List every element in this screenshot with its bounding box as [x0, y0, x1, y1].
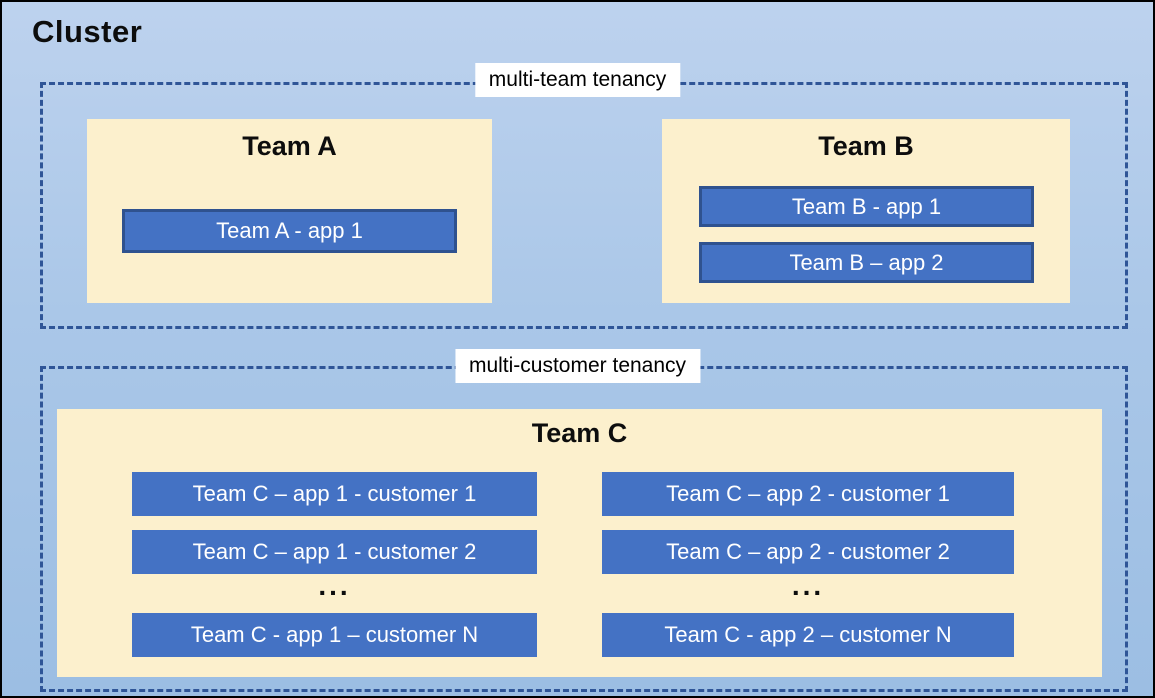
team-c-app2-customer-n-node: Team C - app 2 – customer N	[602, 613, 1014, 657]
team-b-title: Team B	[818, 131, 914, 161]
multi-customer-tenancy-label: multi-customer tenancy	[454, 349, 701, 383]
team-a-title: Team A	[242, 131, 337, 161]
team-c-app2-ellipsis: ...	[791, 570, 825, 601]
team-b-app-1-node: Team B - app 1	[699, 186, 1034, 227]
team-b-box: Team B Team B - app 1 Team B – app 2	[662, 119, 1070, 303]
team-c-title: Team C	[531, 418, 628, 448]
team-a-app-1-node: Team A - app 1	[122, 209, 457, 253]
team-c-app2-customer-2-node: Team C – app 2 - customer 2	[602, 530, 1014, 574]
team-b-app-2-node: Team B – app 2	[699, 242, 1034, 283]
team-c-app1-customer-n-node: Team C - app 1 – customer N	[132, 613, 537, 657]
team-c-app2-customer-1-node: Team C – app 2 - customer 1	[602, 472, 1014, 516]
multi-team-tenancy-label: multi-team tenancy	[474, 63, 681, 97]
team-c-box: Team C Team C – app 1 - customer 1 Team …	[57, 409, 1102, 677]
team-c-app1-customer-2-node: Team C – app 1 - customer 2	[132, 530, 537, 574]
cluster-title: Cluster	[32, 14, 143, 49]
team-a-box: Team A Team A - app 1	[87, 119, 492, 303]
team-c-app1-ellipsis: ...	[318, 570, 351, 601]
team-c-app1-customer-1-node: Team C – app 1 - customer 1	[132, 472, 537, 516]
